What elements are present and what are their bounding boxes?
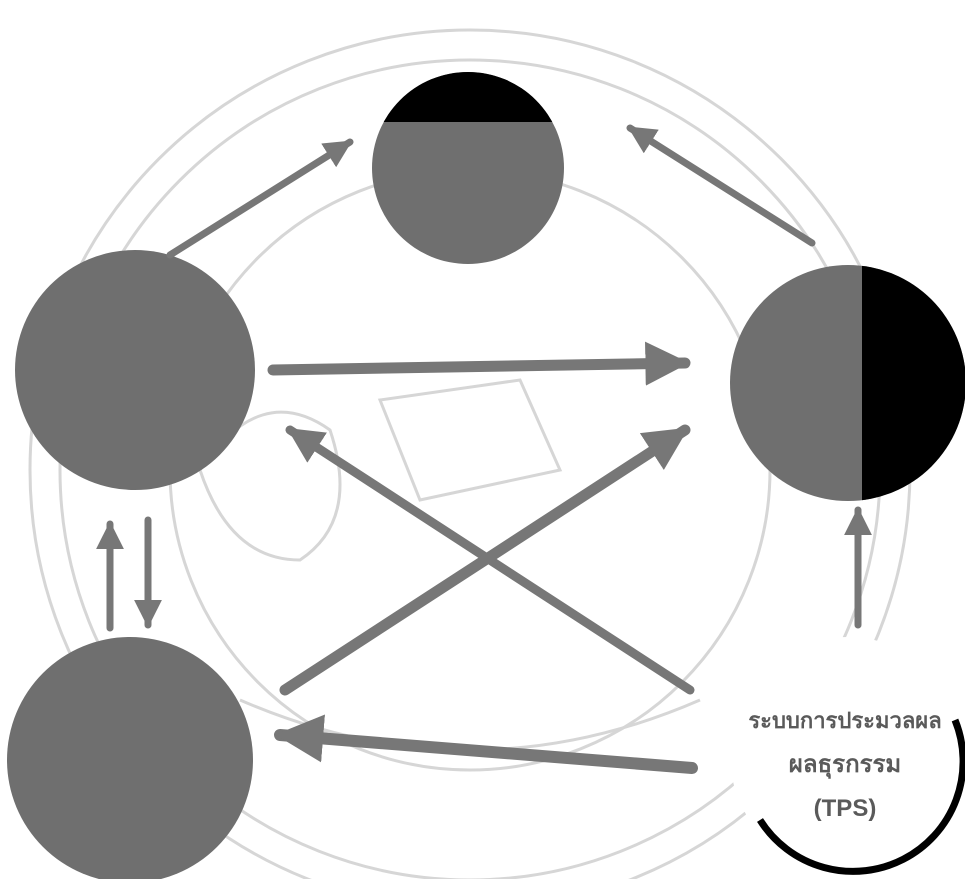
node-bottom-right-label-line1: ระบบการประมวลผล [748,708,941,733]
node-bottom-left [7,637,253,879]
arrow-left-to-right [273,363,685,370]
node-right [730,250,965,520]
node-left [15,250,255,490]
node-top [360,60,580,264]
arrow-left-to-top [170,142,350,255]
arrow-bottomright-to-bottomleft [280,735,692,768]
node-bottom-right-label-line2: ผลธุรกรรม [789,751,901,780]
node-bottom-right-label-line3: (TPS) [814,795,877,822]
